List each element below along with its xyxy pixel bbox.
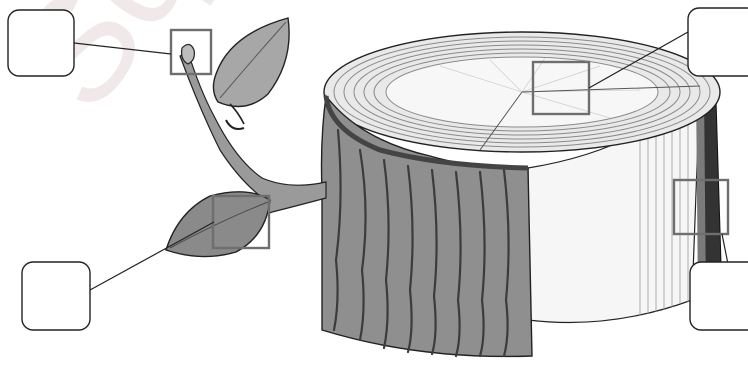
- label-box-rings[interactable]: [688, 8, 748, 76]
- upper-leaf: [213, 18, 289, 124]
- label-box-leaf[interactable]: [22, 262, 90, 330]
- label-box-bud[interactable]: [8, 10, 74, 76]
- bud: [182, 44, 195, 64]
- callout-line-inner: [722, 234, 728, 264]
- callout-line-bud: [74, 43, 171, 54]
- label-box-inner[interactable]: [690, 262, 748, 330]
- twig: [226, 120, 244, 129]
- top-surface: [324, 32, 720, 152]
- tree-stump: [322, 32, 723, 356]
